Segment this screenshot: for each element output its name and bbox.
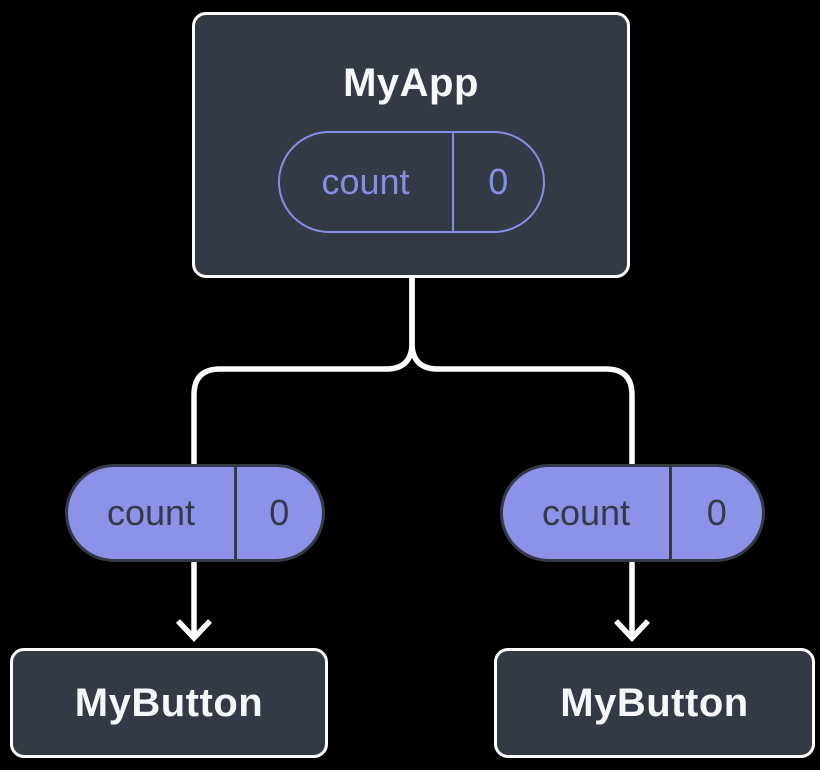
node-mybutton-title: MyButton [74, 681, 264, 725]
node-mybutton-title: MyButton [560, 681, 749, 725]
pill-divider [234, 467, 237, 559]
prop-pill-value: 0 [269, 492, 290, 533]
tree-edge-right [409, 276, 635, 464]
node-mybutton-right: MyButton [494, 648, 815, 758]
state-pill-value: 0 [488, 161, 509, 202]
node-myapp-title: MyApp [343, 61, 479, 105]
state-pill-name: count [321, 161, 410, 202]
pill-divider [669, 467, 672, 559]
prop-pill-name: count [541, 492, 631, 533]
node-myapp: MyApp count 0 [192, 12, 630, 278]
prop-pill-left: count 0 [65, 464, 325, 562]
arrow-head-right [613, 619, 651, 643]
pill-divider [451, 133, 454, 231]
arrow-head-left [175, 619, 213, 643]
prop-pill-right: count 0 [500, 464, 765, 562]
prop-pill-value: 0 [706, 492, 727, 533]
node-mybutton-left: MyButton [10, 648, 328, 758]
state-pill-myapp: count 0 [277, 131, 545, 233]
prop-pill-name: count [106, 492, 196, 533]
tree-edge-left [191, 276, 415, 464]
